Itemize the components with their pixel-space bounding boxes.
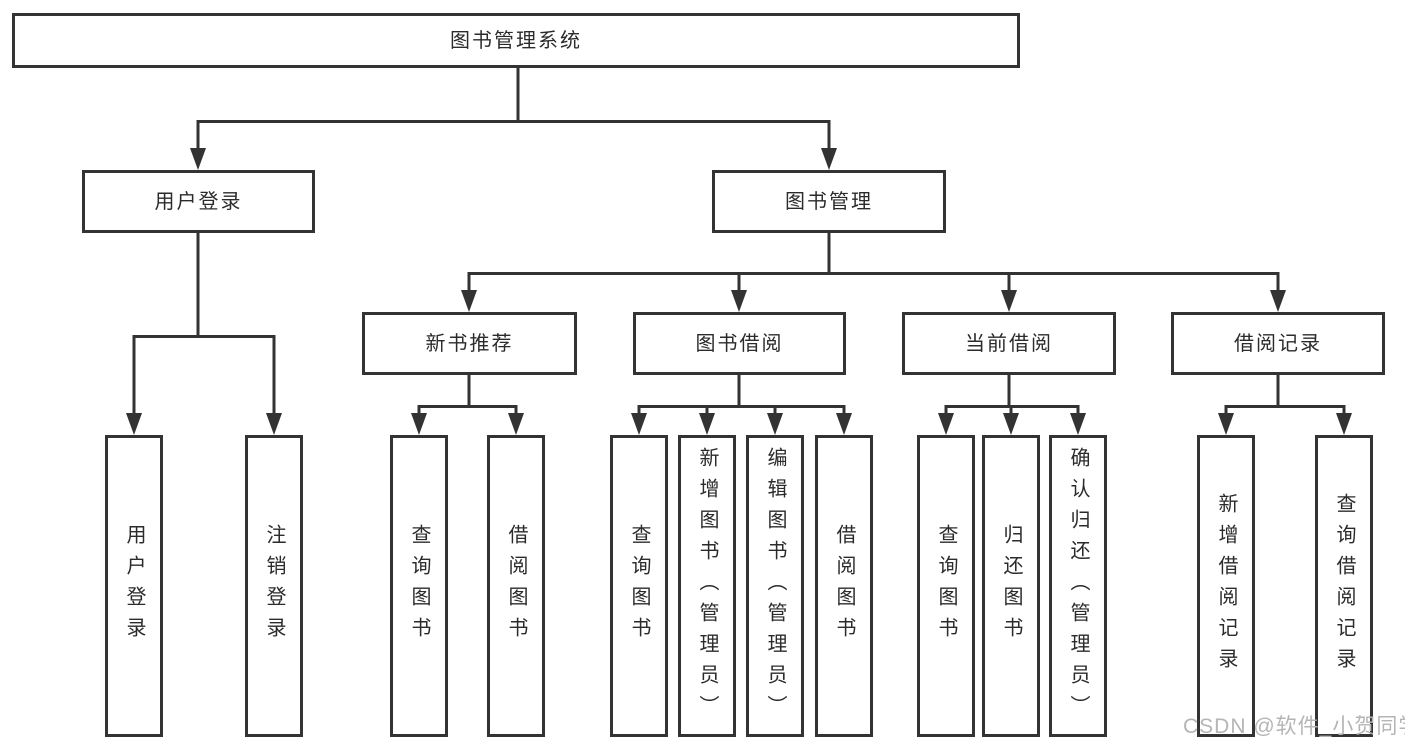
connector-line [196, 65, 831, 150]
leaf-logout: 注销登录 [245, 435, 303, 737]
arrow-down-icon [731, 290, 747, 312]
watermark: CSDN @软件_小贺同学 [1183, 715, 1405, 738]
leaf-label: 查询借阅记录 [1333, 493, 1355, 679]
node-root-system: 图书管理系统 [12, 13, 1020, 68]
leaf-label: 注销登录 [263, 524, 285, 648]
arrow-down-icon [1070, 413, 1086, 435]
arrow-down-icon [126, 413, 142, 435]
arrow-down-icon [508, 413, 524, 435]
arrow-down-icon [821, 148, 837, 170]
node-label: 图书管理系统 [450, 29, 582, 52]
arrow-down-icon [1270, 290, 1286, 312]
arrow-down-icon [461, 290, 477, 312]
leaf-return-books: 归还图书 [982, 435, 1040, 737]
leaf-user-login: 用户登录 [105, 435, 163, 737]
node-book-borrow: 图书借阅 [633, 312, 846, 375]
arrow-down-icon [1003, 413, 1019, 435]
node-label: 新书推荐 [425, 332, 514, 355]
arrow-down-icon [836, 413, 852, 435]
leaf-confirm-return-admin: 确认归还（管理员） [1049, 435, 1107, 737]
leaf-query-books-current: 查询图书 [917, 435, 975, 737]
leaf-label: 借阅图书 [505, 524, 527, 648]
node-label: 图书借阅 [695, 332, 784, 355]
leaf-label: 查询图书 [628, 524, 650, 648]
node-label: 用户登录 [154, 190, 243, 213]
leaf-label: 借阅图书 [833, 524, 855, 648]
arrow-down-icon [1218, 413, 1234, 435]
arrow-down-icon [1336, 413, 1352, 435]
leaf-add-books-admin: 新增图书（管理员） [678, 435, 736, 737]
leaf-label: 编辑图书（管理员） [764, 446, 786, 726]
leaf-label: 新增图书（管理员） [696, 446, 718, 726]
node-user-login: 用户登录 [82, 170, 315, 233]
arrow-down-icon [1001, 290, 1017, 312]
leaf-label: 查询图书 [935, 524, 957, 648]
connector-line [944, 375, 1080, 415]
node-new-book-recommend: 新书推荐 [362, 312, 577, 375]
node-book-management: 图书管理 [712, 170, 946, 233]
leaf-label: 用户登录 [123, 524, 145, 648]
arrow-down-icon [631, 413, 647, 435]
arrow-down-icon [411, 413, 427, 435]
leaf-query-books-borrow: 查询图书 [610, 435, 668, 737]
node-current-borrow: 当前借阅 [902, 312, 1116, 375]
leaf-label: 新增借阅记录 [1215, 493, 1237, 679]
node-label: 当前借阅 [965, 332, 1053, 355]
leaf-query-borrow-record: 查询借阅记录 [1315, 435, 1373, 737]
arrow-down-icon [266, 413, 282, 435]
arrow-down-icon [190, 148, 206, 170]
node-label: 借阅记录 [1234, 332, 1322, 355]
leaf-edit-books-admin: 编辑图书（管理员） [746, 435, 804, 737]
arrow-down-icon [699, 413, 715, 435]
leaf-label: 归还图书 [1000, 524, 1022, 648]
node-borrow-records: 借阅记录 [1171, 312, 1385, 375]
leaf-label: 查询图书 [408, 524, 430, 648]
connector-line [132, 233, 276, 415]
leaf-query-books-recommend: 查询图书 [390, 435, 448, 737]
leaf-borrow-books-recommend: 借阅图书 [487, 435, 545, 737]
connector-line [417, 375, 518, 415]
leaf-add-borrow-record: 新增借阅记录 [1197, 435, 1255, 737]
connector-line [1224, 375, 1346, 415]
arrow-down-icon [767, 413, 783, 435]
node-label: 图书管理 [785, 190, 873, 213]
connector-line [637, 375, 846, 415]
leaf-label: 确认归还（管理员） [1067, 446, 1089, 726]
leaf-borrow-books: 借阅图书 [815, 435, 873, 737]
arrow-down-icon [938, 413, 954, 435]
connector-line [467, 233, 1280, 292]
